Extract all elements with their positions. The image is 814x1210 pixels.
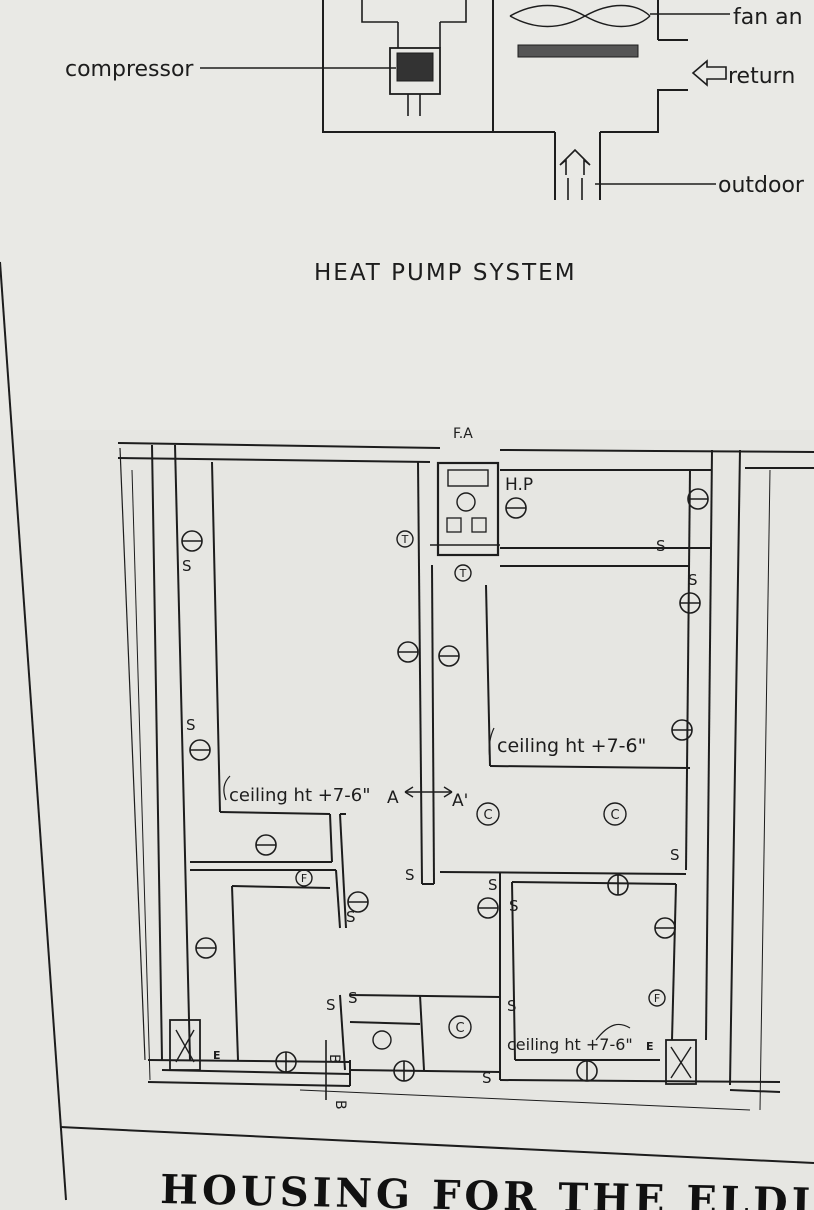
- section-b-label: B: [332, 1100, 348, 1110]
- diffuser-icon: [181, 530, 203, 552]
- supply-marker: S: [482, 1069, 492, 1087]
- exhaust-marker: E: [213, 1049, 221, 1062]
- sheet-border: [0, 261, 814, 1201]
- diffuser-icon: [189, 739, 211, 761]
- section-a-right: A': [452, 791, 468, 811]
- diffuser-icon: [477, 897, 499, 919]
- ceiling-height-left: ceiling ht +7-6": [229, 785, 370, 806]
- ceiling-diffuser-icon: [476, 802, 500, 826]
- supply-marker: S: [670, 846, 680, 864]
- thermostat-icon: [396, 530, 414, 548]
- diffuser-icon: [393, 1060, 415, 1082]
- ceiling-diffuser-icon: [448, 1015, 472, 1039]
- diffuser-icon: [654, 917, 676, 939]
- diffuser-icon: [607, 874, 629, 896]
- fire-damper-icon: [648, 989, 666, 1007]
- exhaust-marker: E: [646, 1040, 654, 1053]
- section-a-left: A: [387, 788, 399, 808]
- diffuser-icon: [687, 488, 709, 510]
- heat-pump-diagram: [200, 0, 730, 200]
- diffuser-icon: [505, 497, 527, 519]
- supply-marker: S: [509, 897, 519, 915]
- outdoor-label: outdoor: [718, 173, 805, 198]
- fire-damper-icon: [295, 869, 313, 887]
- ceiling-height-right: ceiling ht +7-6": [497, 735, 646, 757]
- supply-marker: S: [688, 571, 698, 589]
- supply-diffusers: [181, 488, 709, 1082]
- fire-symbol: F: [654, 992, 660, 1005]
- thermostat-symbol: T: [401, 533, 409, 546]
- thermostat-icon: [454, 564, 472, 582]
- diffuser-icon: [255, 834, 277, 856]
- fire-symbol: F: [301, 872, 307, 885]
- circled-symbols: [295, 530, 666, 1039]
- supply-marker: S: [405, 866, 415, 884]
- diffuser-icon: [347, 891, 369, 913]
- ceiling-symbol: C: [483, 808, 492, 823]
- diffuser-icon: [438, 645, 460, 667]
- return-label: return: [728, 64, 795, 89]
- fresh-air-label: F.A: [453, 426, 473, 442]
- section-b-label: B: [326, 1054, 342, 1064]
- heat-pump-label: H.P: [505, 475, 533, 495]
- supply-marker: S: [186, 716, 196, 734]
- ceiling-symbol: C: [455, 1021, 464, 1036]
- supply-marker: S: [488, 876, 498, 894]
- supply-marker: S: [182, 557, 192, 575]
- diffuser-icon: [576, 1060, 598, 1082]
- ceiling-diffuser-icon: [603, 802, 627, 826]
- fan-label: fan an: [733, 5, 803, 30]
- thermostat-symbol: T: [459, 567, 467, 580]
- supply-marker: S: [656, 537, 666, 555]
- supply-marker: S: [348, 989, 358, 1007]
- ceiling-symbol: C: [610, 808, 619, 823]
- supply-marker: S: [326, 996, 336, 1014]
- diffuser-icon: [275, 1051, 297, 1073]
- ceiling-height-bottom: ceiling ht +7-6": [507, 1035, 633, 1054]
- diffuser-icon: [671, 719, 693, 741]
- diffuser-icon: [397, 641, 419, 663]
- supply-marker: S: [507, 997, 517, 1015]
- diffuser-icon: [679, 592, 701, 614]
- compressor-label: compressor: [65, 57, 194, 82]
- supply-marker: S: [346, 908, 356, 926]
- system-title: HEAT PUMP SYSTEM: [314, 260, 577, 286]
- floor-plan: [117, 442, 814, 1111]
- diffuser-icon: [195, 937, 217, 959]
